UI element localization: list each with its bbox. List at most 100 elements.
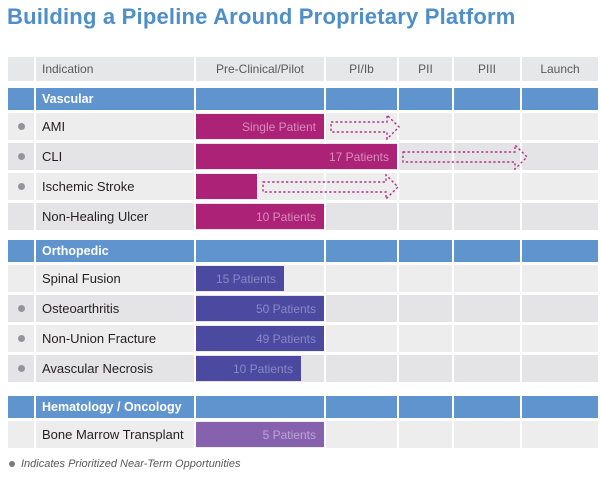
column-header-spacer [8, 57, 34, 81]
stage-bar: 5 Patients [196, 422, 324, 447]
column-header-launch: Launch [522, 57, 598, 81]
priority-cell [8, 143, 34, 170]
section-header-cell [522, 88, 598, 110]
section-header-label: Hematology / Oncology [36, 396, 194, 418]
stage-cell [522, 173, 598, 200]
row-label: Spinal Fusion [36, 265, 194, 292]
section-header-cell [196, 240, 324, 262]
page-title: Building a Pipeline Around Proprietary P… [7, 4, 516, 29]
section-header-row: Orthopedic [8, 240, 598, 262]
stage-cell [399, 265, 452, 292]
section-header-spacer [8, 88, 34, 110]
stage-cell [399, 421, 452, 448]
stage-cell [399, 113, 452, 140]
stage-cell [454, 173, 520, 200]
priority-cell [8, 325, 34, 352]
section-header-cell [522, 240, 598, 262]
section-header-cell [326, 396, 397, 418]
stage-bar: 17 Patients [196, 144, 397, 169]
section-header-cell [522, 396, 598, 418]
column-header-pre-clinical-pilot: Pre-Clinical/Pilot [196, 57, 324, 81]
row-label: Non-Healing Ulcer [36, 203, 194, 230]
stage-bar: 10 Patients [196, 356, 301, 381]
row-label: Avascular Necrosis [36, 355, 194, 382]
stage-cell [399, 173, 452, 200]
projection-arrow [330, 113, 400, 140]
priority-cell [8, 265, 34, 292]
stage-cell [522, 355, 598, 382]
row-label: Bone Marrow Transplant [36, 421, 194, 448]
stage-bar: 50 Patients [196, 296, 324, 321]
priority-dot [17, 183, 25, 190]
section-header-cell [399, 396, 452, 418]
table-row: Ischemic Stroke [8, 173, 598, 200]
stage-cell [454, 113, 520, 140]
priority-dot-legend-icon [9, 461, 15, 467]
stage-cell [326, 355, 397, 382]
priority-dot [17, 153, 25, 160]
stage-cell [454, 421, 520, 448]
stage-cell [399, 355, 452, 382]
stage-cell [522, 113, 598, 140]
priority-cell [8, 421, 34, 448]
section-header-label: Orthopedic [36, 240, 194, 262]
section-header-label: Vascular [36, 88, 194, 110]
footnote-text: Indicates Prioritized Near-Term Opportun… [21, 458, 241, 470]
row-label: AMI [36, 113, 194, 140]
column-header-indication: Indication [36, 57, 194, 81]
section-header-row: Hematology / Oncology [8, 396, 598, 418]
stage-bar: Single Patient [196, 114, 324, 139]
section-header-cell [196, 88, 324, 110]
section-header-cell [454, 88, 520, 110]
stage-cell [454, 143, 520, 170]
stage-cell [326, 325, 397, 352]
priority-cell [8, 173, 34, 200]
stage-cell [454, 265, 520, 292]
stage-cell [326, 173, 397, 200]
section-header-cell [454, 240, 520, 262]
stage-bar [196, 174, 257, 199]
column-header-piii: PIII [454, 57, 520, 81]
projection-arrow [262, 173, 399, 200]
stage-cell [326, 265, 397, 292]
priority-dot [17, 365, 25, 372]
row-label: Non-Union Fracture [36, 325, 194, 352]
priority-dot [17, 305, 25, 312]
section-header-cell [454, 396, 520, 418]
stage-cell [522, 421, 598, 448]
section-header-spacer [8, 396, 34, 418]
stage-cell [522, 203, 598, 230]
stage-cell [399, 295, 452, 322]
section-header-cell [326, 88, 397, 110]
row-label: CLI [36, 143, 194, 170]
stage-cell [454, 355, 520, 382]
stage-cell [522, 265, 598, 292]
row-label: Ischemic Stroke [36, 173, 194, 200]
priority-cell [8, 113, 34, 140]
section-header-cell [326, 240, 397, 262]
section-header-spacer [8, 240, 34, 262]
priority-cell [8, 355, 34, 382]
section-header-cell [399, 240, 452, 262]
projection-arrow [402, 143, 528, 170]
stage-cell [522, 325, 598, 352]
stage-cell [326, 295, 397, 322]
stage-cell [522, 143, 598, 170]
stage-cell [326, 113, 397, 140]
section-header-cell [196, 396, 324, 418]
stage-cell [326, 421, 397, 448]
stage-bar: 10 Patients [196, 204, 324, 229]
stage-bar: 15 Patients [196, 266, 284, 291]
priority-dot [17, 123, 25, 130]
priority-dot [17, 335, 25, 342]
